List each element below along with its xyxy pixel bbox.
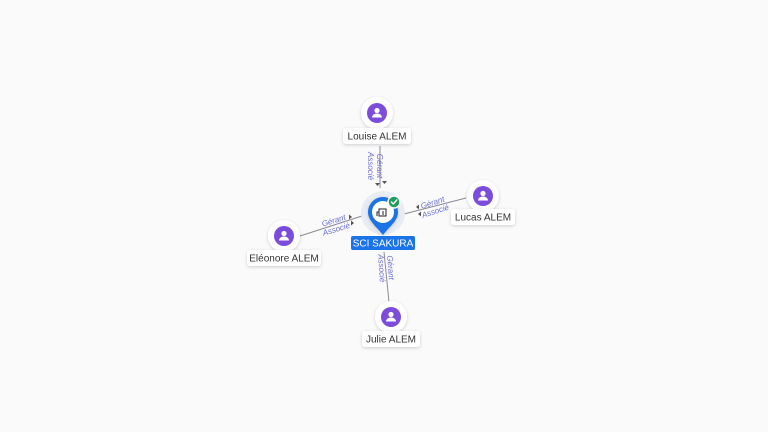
person-node-eleonore[interactable]: Eléonore ALEM xyxy=(247,220,321,266)
verified-badge xyxy=(387,195,401,209)
building-icon xyxy=(376,208,387,217)
edge-role-2: Associé xyxy=(366,151,375,181)
person-label: Louise ALEM xyxy=(348,132,407,143)
person-icon xyxy=(372,107,382,118)
person-icon xyxy=(279,230,289,241)
person-label: Eléonore ALEM xyxy=(249,254,319,265)
person-label: Julie ALEM xyxy=(366,335,416,346)
check-icon xyxy=(390,199,398,205)
edge-role-2: Associé xyxy=(376,253,387,283)
edge-role-1: Gérant xyxy=(385,255,396,281)
person-node-lucas[interactable]: Lucas ALEM xyxy=(451,180,515,225)
edge-louise[interactable]: Gérant Associé xyxy=(366,146,387,188)
person-label: Lucas ALEM xyxy=(455,213,511,224)
person-icon xyxy=(386,311,396,322)
edge-eleonore[interactable]: Gérant Associé xyxy=(299,212,363,238)
company-node[interactable]: SCI SAKURA xyxy=(351,191,415,250)
edge-role-1: Gérant xyxy=(375,154,384,179)
person-icon xyxy=(478,190,488,201)
person-node-louise[interactable]: Louise ALEM xyxy=(343,97,411,144)
company-label: SCI SAKURA xyxy=(353,239,414,250)
edge-julie[interactable]: Gérant Associé xyxy=(376,251,396,303)
person-node-julie[interactable]: Julie ALEM xyxy=(362,301,420,347)
